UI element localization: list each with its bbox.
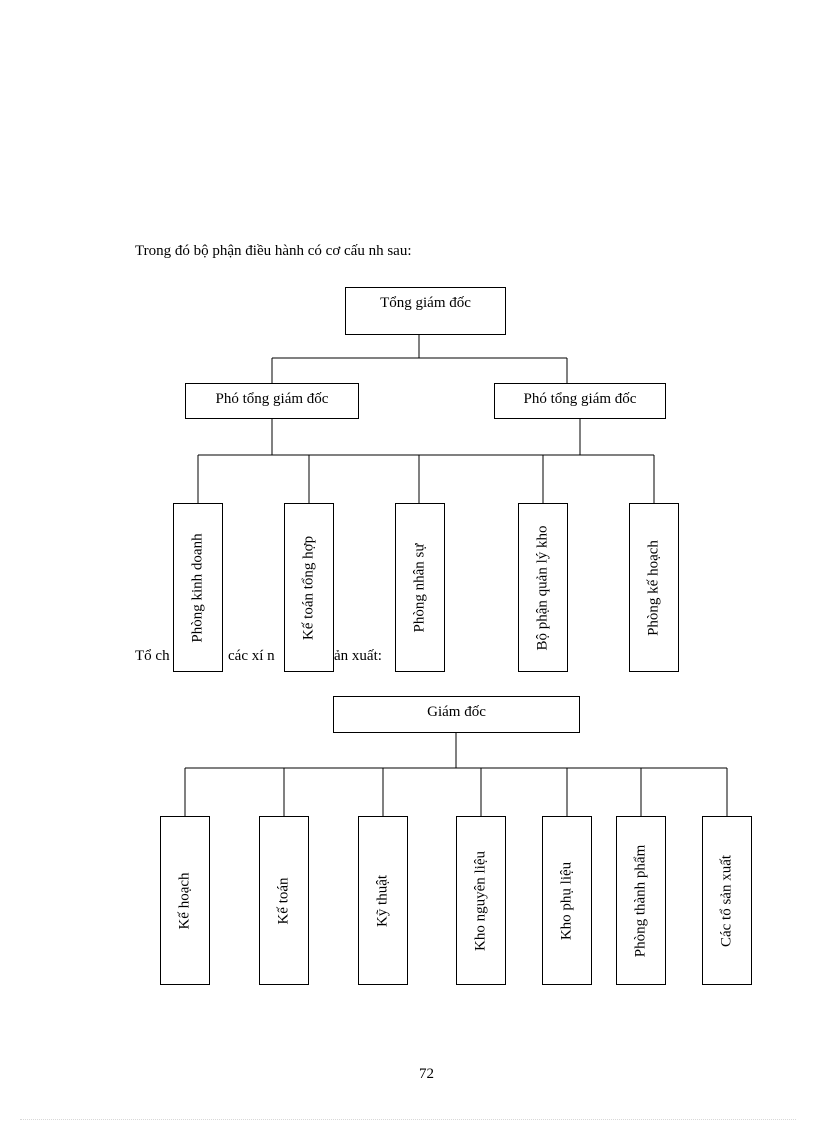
unit-label-1: Kế hoạch [176,871,193,930]
deputy-label-2: Phó tổng giám đốc [523,391,637,407]
dept-box-1: Phòng kinh doanh [173,503,223,672]
unit-box-4: Kho nguyên liệu [456,816,506,985]
unit-label-3: Kỹ thuật [374,874,391,927]
second-text-part2: các xí n [228,648,275,664]
second-text-part3: ản xuất: [334,648,382,664]
dept-box-5: Phòng kế hoạch [629,503,679,672]
intro-text: Trong đó bộ phận điều hành có cơ cấu nh … [135,243,412,259]
dept-label-5: Phòng kế hoạch [645,539,662,636]
ceo-box: Tổng giám đốc [345,287,506,335]
unit-box-2: Kế toán [259,816,309,985]
dept-box-2: Kế toán tổng hợp [284,503,334,672]
unit-box-6: Phòng thành phẩm [616,816,666,985]
unit-box-7: Các tổ sản xuất [702,816,752,985]
footer-divider [20,1119,796,1120]
dept-label-4: Bộ phận quản lý kho [534,525,551,650]
dept-box-4: Bộ phận quản lý kho [518,503,568,672]
unit-label-4: Kho nguyên liệu [472,850,489,951]
ceo-label: Tổng giám đốc [380,295,471,311]
director-box: Giám đốc [333,696,580,733]
unit-label-7: Các tổ sản xuất [718,854,735,947]
deputy-box-2: Phó tổng giám đốc [494,383,666,419]
director-label: Giám đốc [427,704,486,720]
page-number: 72 [419,1066,434,1082]
dept-box-3: Phòng nhân sự [395,503,445,672]
unit-label-6: Phòng thành phẩm [632,844,649,957]
unit-box-5: Kho phụ liệu [542,816,592,985]
unit-box-3: Kỹ thuật [358,816,408,985]
unit-label-2: Kế toán [275,876,292,925]
unit-box-1: Kế hoạch [160,816,210,985]
dept-label-3: Phòng nhân sự [411,543,428,632]
unit-label-5: Kho phụ liệu [558,861,575,940]
second-text-part1: Tổ ch [135,648,170,664]
dept-label-1: Phòng kinh doanh [189,532,206,643]
dept-label-2: Kế toán tổng hợp [300,535,317,640]
deputy-box-1: Phó tổng giám đốc [185,383,359,419]
deputy-label-1: Phó tổng giám đốc [215,391,329,407]
